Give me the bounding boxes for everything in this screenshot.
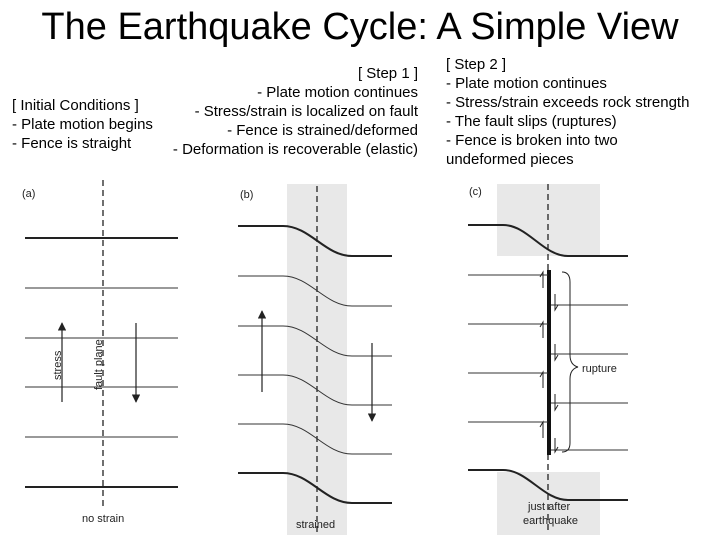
deformed-fence-line <box>238 275 392 307</box>
step2-heading: [ Step 2 ] <box>446 56 507 73</box>
step2-line-4: - Fence is broken into two <box>446 132 618 149</box>
deformed-fence-line <box>238 374 392 406</box>
slip-half-arrow-down <box>554 438 559 454</box>
slip-half-arrow-up <box>539 370 544 388</box>
panel-b-label: (b) <box>240 189 253 201</box>
step1-text: [ Step 1 ] - Plate motion continues - St… <box>130 64 418 159</box>
panel-a: (a) stress fault plane no strain <box>22 180 178 525</box>
step1-heading: [ Step 1 ] <box>357 65 418 82</box>
deformed-fence-line <box>238 423 392 455</box>
step1-line-1: - Plate motion continues <box>257 84 418 101</box>
step2-text: [ Step 2 ] - Plate motion continues - St… <box>446 55 689 169</box>
step1-line-2: - Stress/strain is localized on fault <box>194 103 418 120</box>
step2-line-3: - The fault slips (ruptures) <box>446 113 617 130</box>
step2-line-2: - Stress/strain exceeds rock strength <box>446 94 690 111</box>
initial-line-2: - Fence is straight <box>12 135 132 152</box>
slip-half-arrow-down <box>554 394 559 412</box>
panel-c: (c) rupture just after earthquake <box>468 184 628 535</box>
deformed-fence-line <box>238 472 392 504</box>
step2-line-5: undeformed pieces <box>446 151 574 168</box>
slip-half-arrow-down <box>554 294 559 312</box>
initial-heading: [ Initial Conditions ] <box>12 97 139 114</box>
just-after-caption: just after <box>527 501 571 513</box>
deformed-fence-line <box>238 225 392 257</box>
slip-half-arrow-up <box>539 420 544 438</box>
slip-half-arrow-up <box>539 270 544 288</box>
slide-title: The Earthquake Cycle: A Simple View <box>41 6 679 48</box>
initial-conditions-text: [ Initial Conditions ] - Plate motion be… <box>12 96 153 153</box>
fault-plane-label: fault plane <box>93 339 105 390</box>
stress-label: stress <box>52 350 64 380</box>
deformed-fence-line <box>238 325 392 357</box>
panel-c-label: (c) <box>469 186 482 198</box>
panel-b: (b) strained <box>238 184 392 535</box>
rupture-label: rupture <box>582 363 617 375</box>
initial-line-1: - Plate motion begins <box>12 116 153 133</box>
step2-line-1: - Plate motion continues <box>446 75 607 92</box>
rupture-brace <box>561 271 579 453</box>
step1-line-4: - Deformation is recoverable (elastic) <box>172 141 418 158</box>
slip-half-arrow-up <box>539 320 544 338</box>
panel-a-label: (a) <box>22 188 35 200</box>
earthquake-caption: earthquake <box>523 515 578 527</box>
slip-half-arrow-down <box>554 344 559 362</box>
deformed-fence-line <box>468 224 628 257</box>
deformed-fence-line <box>468 469 628 501</box>
no-strain-caption: no strain <box>82 513 124 525</box>
step1-line-3: - Fence is strained/deformed <box>227 122 418 139</box>
strained-caption: strained <box>296 519 335 531</box>
